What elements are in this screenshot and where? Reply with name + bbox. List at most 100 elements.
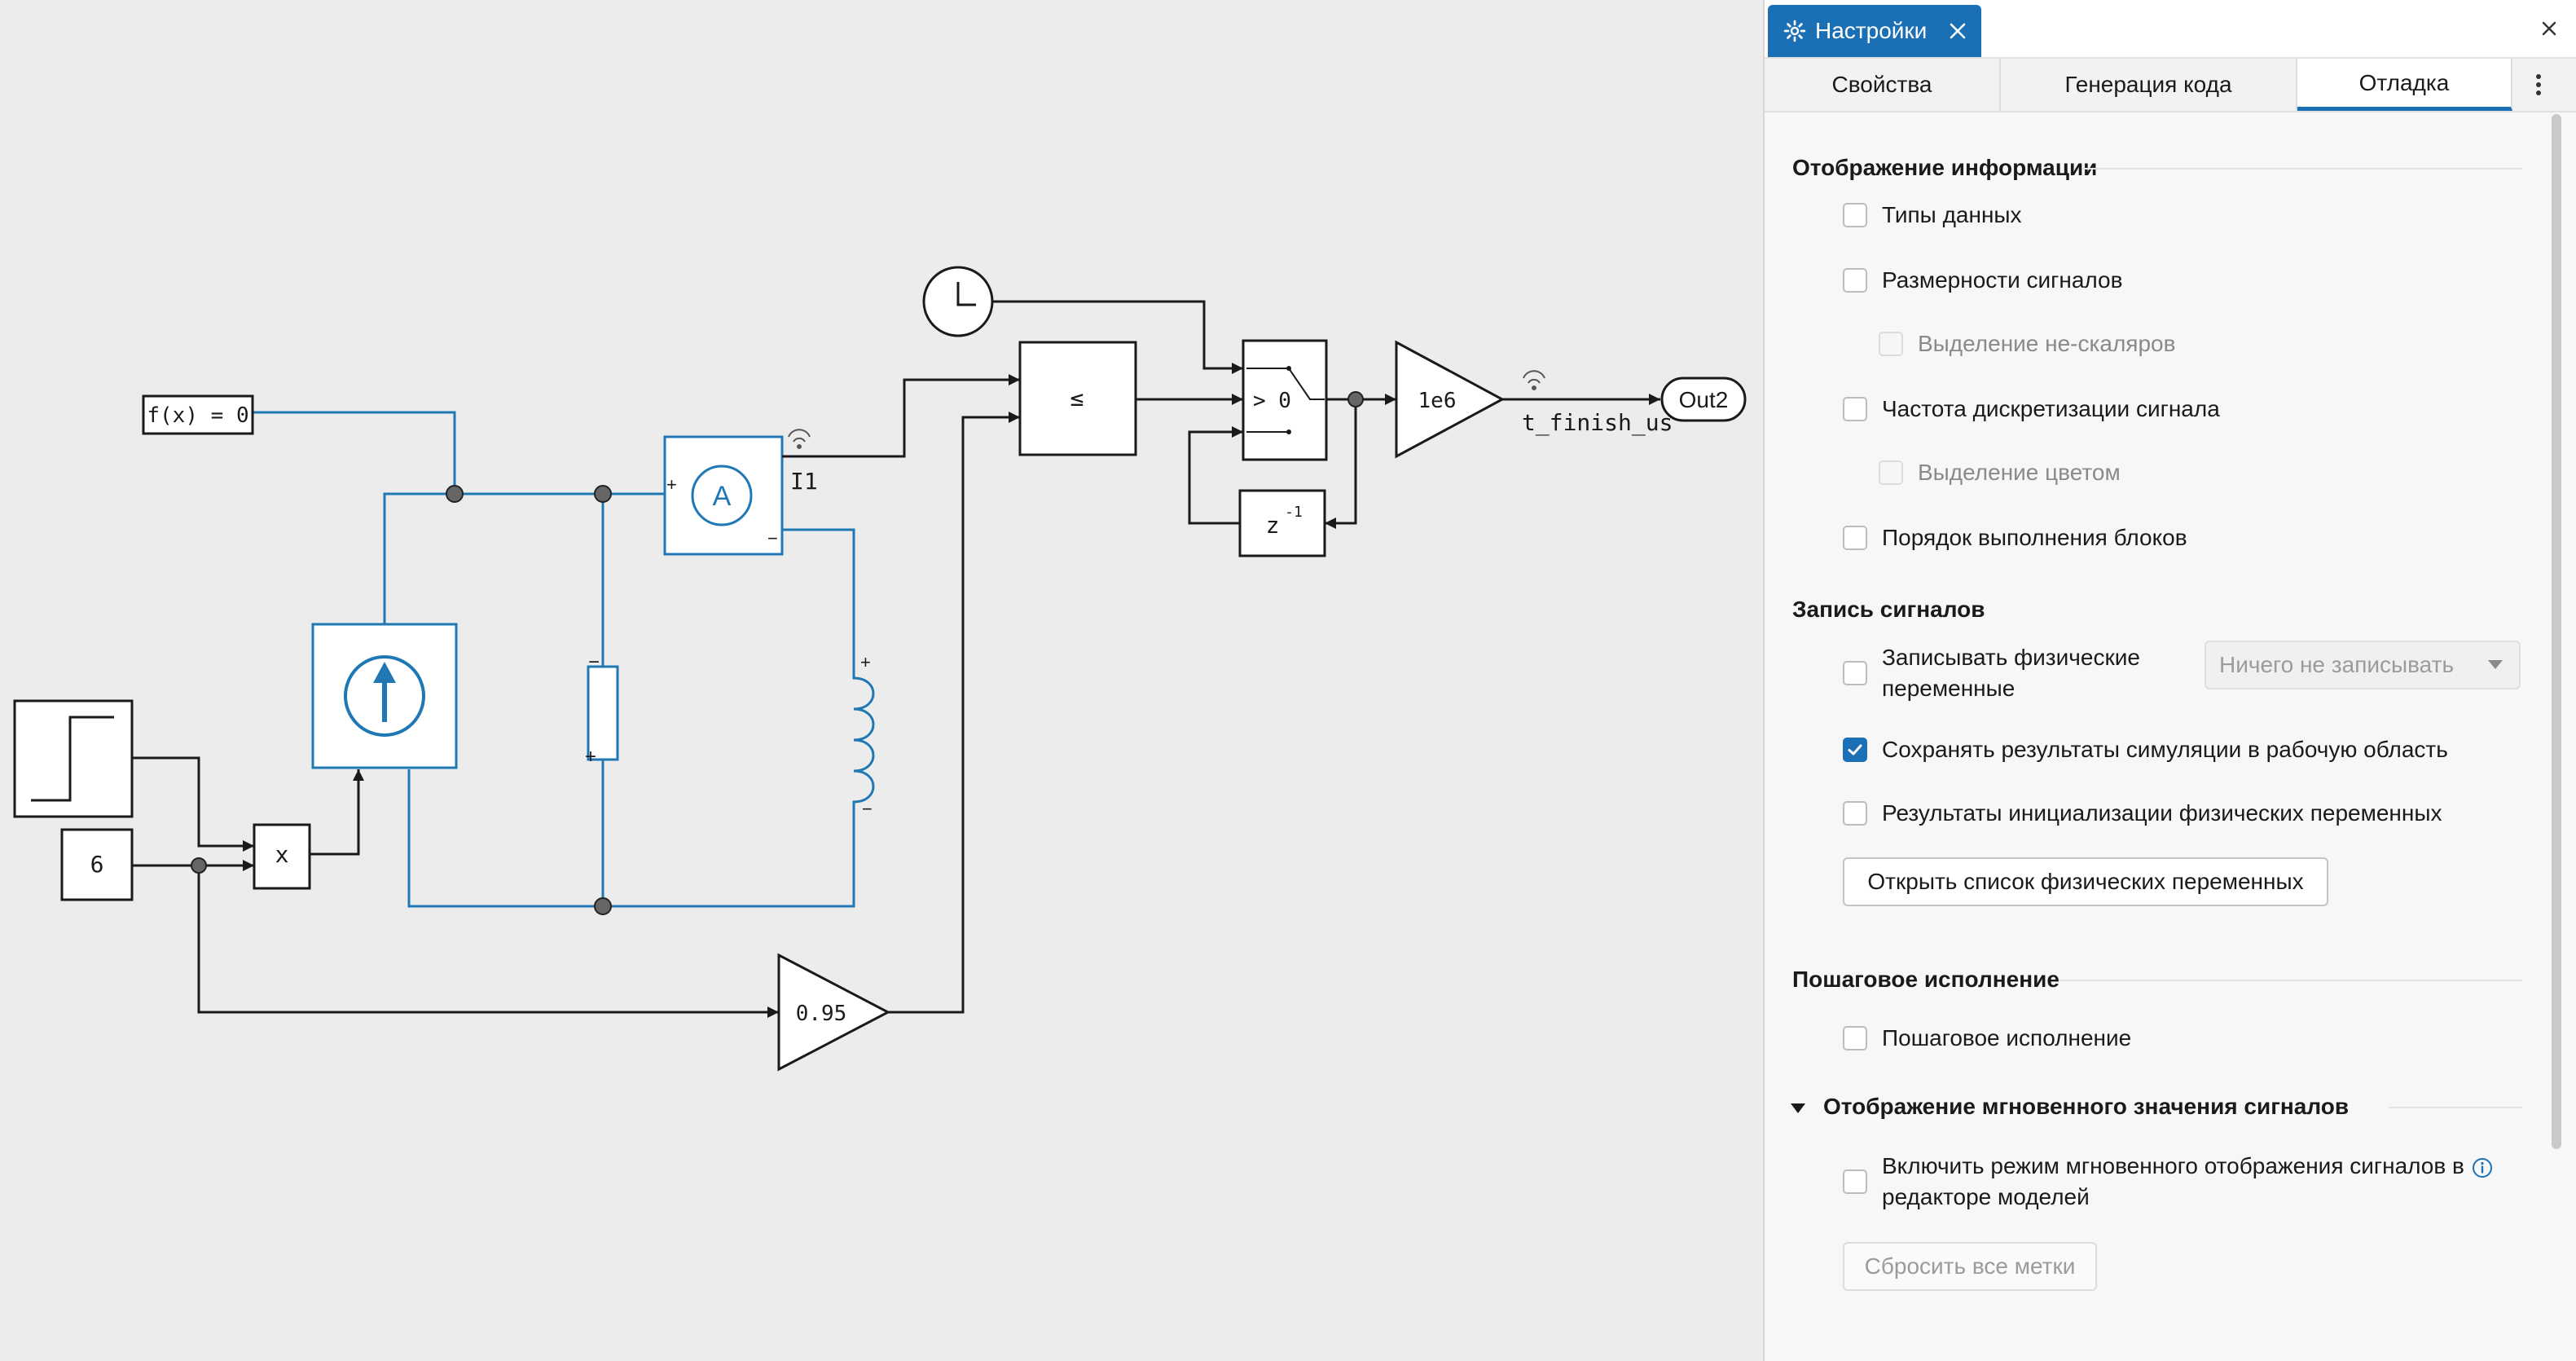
option-sample-rate[interactable]: Частота дискретизации сигнала [1843, 396, 2220, 422]
svg-text:6: 6 [90, 851, 104, 878]
option-execution-order[interactable]: Порядок выполнения блоков [1843, 525, 2187, 551]
collapse-arrow-icon[interactable] [1791, 1103, 1805, 1113]
gain-095-block[interactable]: 0.95 [777, 953, 891, 1072]
ammeter-block[interactable]: A + − [663, 435, 784, 556]
switch-block[interactable]: > 0 [1242, 339, 1328, 461]
svg-text:1e6: 1e6 [1418, 389, 1457, 413]
line-gain-compare[interactable] [888, 412, 1020, 1014]
junction-switch-out [1347, 391, 1364, 407]
product-block[interactable]: x [253, 823, 311, 890]
line-feedback-delay[interactable] [1325, 399, 1357, 529]
checkbox[interactable] [1843, 203, 1867, 227]
svg-text:+: + [585, 746, 596, 768]
junction-fx [446, 485, 464, 503]
svg-text:−: − [588, 651, 600, 673]
checkbox-checked[interactable] [1843, 738, 1867, 762]
line-const-gain[interactable] [197, 865, 779, 1018]
checkbox[interactable] [1843, 1169, 1867, 1194]
svg-text:x: x [275, 841, 289, 868]
checkbox[interactable] [1879, 460, 1903, 485]
outport-block[interactable]: Out2 [1660, 377, 1747, 422]
open-physical-vars-button[interactable]: Открыть список физических переменных [1843, 857, 2328, 906]
wire-bottom-rail[interactable] [407, 769, 855, 908]
checkbox[interactable] [1843, 1026, 1867, 1050]
checkbox[interactable] [1843, 526, 1867, 550]
option-color-highlight[interactable]: Выделение цветом [1879, 460, 2121, 486]
wire-ammeter-inductor[interactable] [764, 528, 855, 662]
checkbox[interactable] [1843, 268, 1867, 293]
signal-logging-icon[interactable] [1523, 370, 1545, 390]
svg-text:−: − [767, 528, 778, 548]
close-icon[interactable] [1949, 22, 1967, 40]
signal-connections [132, 300, 1660, 1018]
debug-settings-body[interactable]: Отображение информации Типы данных Разме… [1765, 114, 2576, 1361]
info-icon[interactable] [2471, 1156, 2494, 1179]
option-data-types[interactable]: Типы данных [1843, 202, 2022, 228]
solver-config-block[interactable]: f(x) = 0 [142, 394, 254, 435]
current-source-block[interactable] [311, 623, 458, 769]
svg-text:+: + [860, 652, 871, 672]
option-signal-dimensions[interactable]: Размерности сигналов [1843, 267, 2123, 293]
unit-delay-block[interactable]: z -1 [1238, 489, 1326, 557]
line-i1-compare[interactable] [782, 374, 1020, 458]
option-init-results[interactable]: Результаты инициализации физических пере… [1843, 800, 2442, 826]
clock-icon [956, 282, 976, 306]
chevron-down-icon [2488, 660, 2503, 669]
settings-tabs: Свойства Генерация кода Отладка [1765, 59, 2576, 112]
svg-text:z: z [1266, 512, 1280, 539]
junctions [446, 485, 612, 915]
instant-section-title: Отображение мгновенного значения сигнало… [1823, 1094, 2350, 1119]
option-instant-values[interactable]: Включить режим мгновенного отображения с… [1843, 1151, 2494, 1213]
line-delay-switch[interactable] [1188, 426, 1243, 525]
line-product-source[interactable] [310, 769, 364, 856]
step-block[interactable] [13, 699, 134, 818]
gain-1e6-block[interactable]: 1e6 [1395, 340, 1506, 459]
tab-debug[interactable]: Отладка [2297, 59, 2512, 111]
settings-tab-title: Настройки [1815, 18, 1928, 43]
svg-text:Out2: Out2 [1679, 387, 1729, 412]
display-section-title: Отображение информации [1792, 155, 2098, 180]
divider [2059, 980, 2522, 981]
panel-header: Настройки [1765, 0, 2576, 59]
tab-properties[interactable]: Свойства [1765, 59, 2001, 111]
junction-top [594, 485, 612, 503]
resistor-block[interactable]: − + [585, 651, 619, 768]
option-save-results[interactable]: Сохранять результаты симуляции в рабочую… [1843, 737, 2448, 763]
physical-connections [253, 411, 855, 908]
settings-panel: Настройки Свойства Генерация кода Отладк… [1763, 0, 2576, 1361]
checkbox[interactable] [1843, 397, 1867, 421]
signal-logging-icon[interactable] [788, 429, 811, 449]
svg-text:0.95: 0.95 [796, 1002, 847, 1026]
svg-text:A: A [713, 481, 732, 512]
tab-code-generation[interactable]: Генерация кода [2001, 59, 2297, 111]
wire-top-rail[interactable] [383, 492, 665, 624]
settings-tab[interactable]: Настройки [1768, 5, 1981, 57]
line-step-product[interactable] [132, 756, 254, 852]
record-mode-select[interactable]: Ничего не записывать [2205, 641, 2521, 689]
model-canvas[interactable]: f(x) = 0 − + A + − I1 + − [0, 0, 1760, 1361]
option-step-execution[interactable]: Пошаговое исполнение [1843, 1025, 2131, 1051]
checkbox[interactable] [1879, 332, 1903, 356]
svg-text:-1: -1 [1285, 504, 1303, 521]
line-clock-switch[interactable] [992, 300, 1243, 374]
checkbox[interactable] [1843, 801, 1867, 826]
reset-marks-button[interactable]: Сбросить все метки [1843, 1242, 2097, 1291]
more-vertical-icon[interactable] [2527, 70, 2550, 99]
clock-block[interactable] [922, 266, 994, 337]
svg-text:≤: ≤ [1070, 385, 1084, 412]
compare-block[interactable]: ≤ [1018, 341, 1137, 456]
gear-icon [1783, 19, 1807, 43]
junction-bottom [594, 897, 612, 915]
scrollbar[interactable] [2552, 114, 2561, 1149]
inductor-block[interactable] [852, 662, 875, 820]
check-icon [1848, 744, 1862, 755]
option-nonscalar-highlight[interactable]: Выделение не-скаляров [1879, 331, 2175, 357]
panel-close-icon[interactable] [2539, 18, 2560, 39]
checkbox[interactable] [1843, 661, 1867, 685]
constant-block[interactable]: 6 [60, 828, 134, 901]
signal-label-t-finish: t_finish_us [1522, 409, 1673, 437]
wire-fx[interactable] [253, 411, 456, 494]
junction-const [191, 857, 207, 874]
signal-label-i1: I1 [790, 468, 818, 495]
